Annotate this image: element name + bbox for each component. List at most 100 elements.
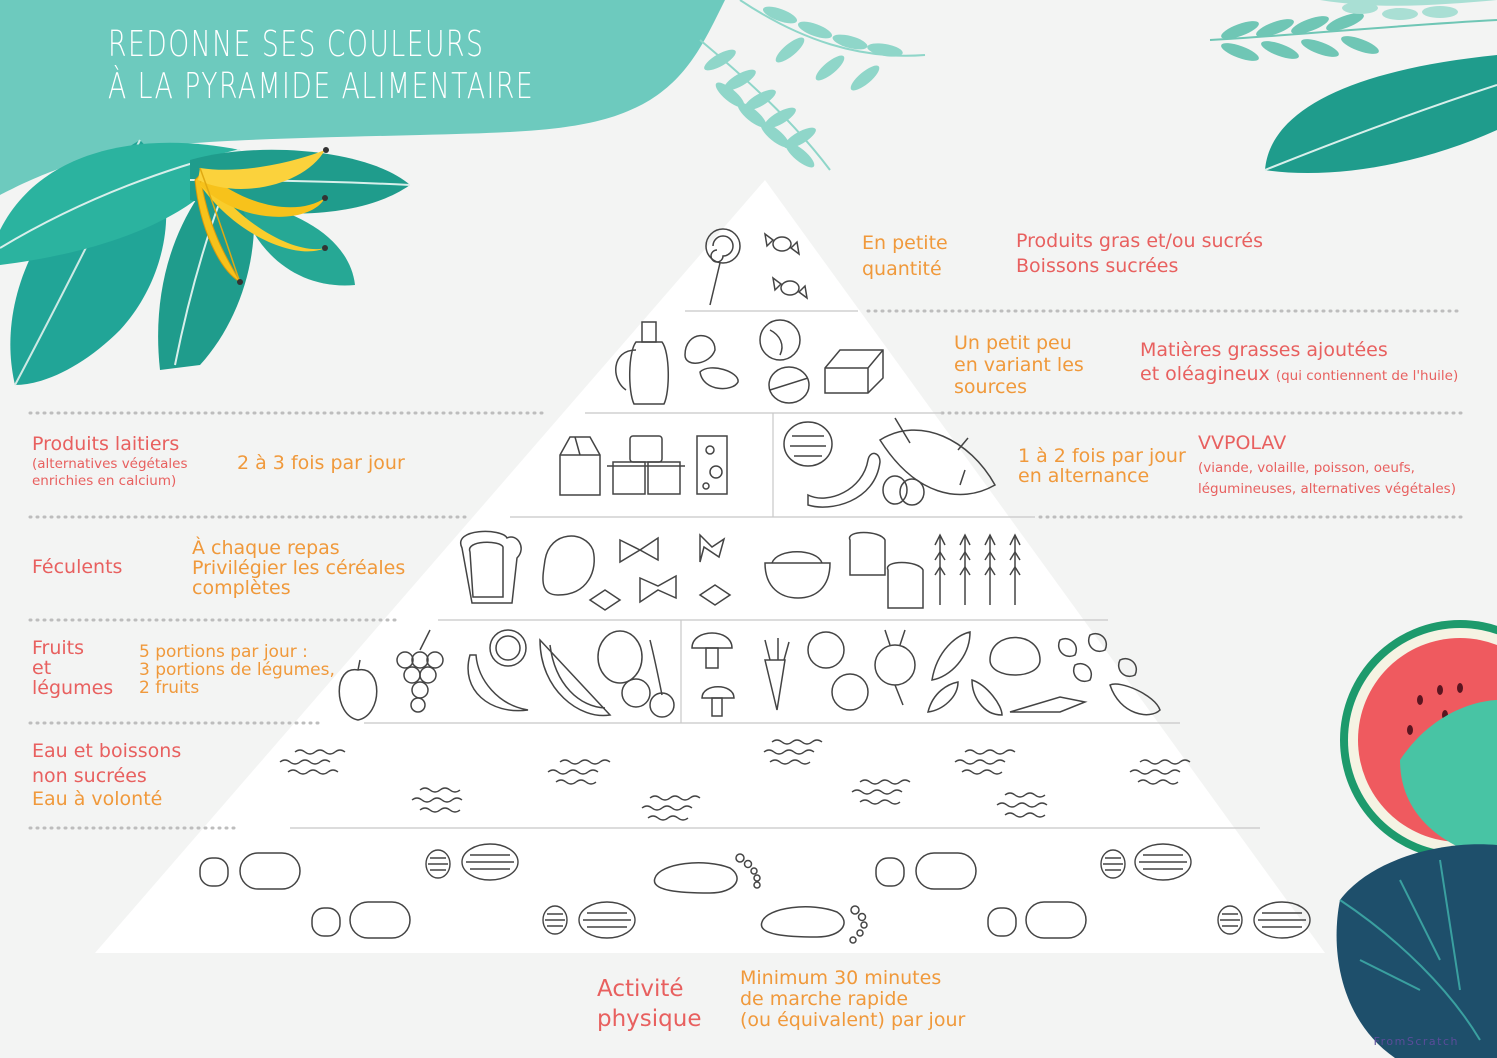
protein-frequency-line: en alternance [1018, 465, 1150, 487]
water-category: Eau et boissons non sucrées [32, 739, 181, 789]
fats-frequency-line: en variant les [954, 354, 1084, 376]
steak-icon [783, 421, 833, 467]
dairy-note: (alternatives végétales enrichies en cal… [32, 456, 188, 490]
sweets-frequency-line: En petite [862, 232, 948, 254]
pyramid-shape [95, 180, 1325, 953]
toast-icon [849, 531, 924, 609]
protein-note-line: légumineuses, alternatives végétales) [1198, 481, 1456, 497]
starches-category: Féculents [32, 556, 123, 578]
banana-icon [467, 654, 529, 712]
monstera-decor [1336, 700, 1497, 1058]
starches-frequency-line: À chaque repas [192, 537, 340, 559]
activity-category-line: Activité [597, 976, 684, 1002]
protein-frequency-line: 1 à 2 fois par jour [1018, 445, 1186, 467]
sweets-category-line: Boissons sucrées [1016, 255, 1179, 277]
water-category-line: non sucrées [32, 765, 147, 787]
water-category-line: Eau et boissons [32, 740, 182, 762]
fish-icon [878, 417, 997, 496]
brand-logo: FromScratch [1373, 1035, 1459, 1048]
potato-icon [542, 535, 595, 596]
fruits-veg-category-line: légumes [32, 677, 114, 699]
fats-frequency-line: Un petit peu [954, 332, 1072, 354]
dairy-frequency: 2 à 3 fois par jour [237, 452, 405, 474]
plum-icon [597, 630, 643, 684]
sausage-icon [807, 452, 881, 508]
fruits-veg-category: Fruits et légumes [32, 638, 113, 698]
shoe-print-icon [199, 852, 1087, 939]
apple-icon [338, 659, 378, 721]
page-title: Redonne ses couleurs à la pyramide alime… [108, 24, 534, 108]
fats-frequency: Un petit peu en variant les sources [954, 332, 1084, 398]
eggs-icon [882, 475, 925, 506]
starches-frequency: À chaque repas Privilégier les céréales … [192, 538, 405, 598]
candy-icon [763, 232, 809, 300]
activity-frequency-line: (ou équivalent) par jour [740, 1009, 966, 1031]
title-blob [0, 0, 725, 195]
sweets-frequency-line: quantité [862, 258, 942, 280]
pistachio-icon [684, 334, 739, 390]
footprint-icon [653, 853, 868, 944]
fruits-veg-frequency-line: 3 portions de légumes, [139, 660, 335, 680]
sweets-category-line: Produits gras et/ou sucrés [1016, 230, 1263, 252]
dairy-note-line: (alternatives végétales [32, 456, 188, 472]
title-line-1: Redonne ses couleurs [108, 24, 485, 65]
protein-note-line: (viande, volaille, poisson, oeufs, [1198, 460, 1415, 476]
activity-category: Activité physique [597, 974, 702, 1034]
beet-icon [874, 629, 916, 706]
title-line-2: à la pyramide alimentaire [108, 66, 535, 107]
milk-carton-icon [559, 436, 601, 496]
fats-category-note: (qui contiennent de l'huile) [1275, 368, 1459, 384]
activity-category-line: physique [597, 1006, 702, 1032]
pyramid-tier-lines [290, 310, 1260, 829]
bread-icon [459, 530, 522, 604]
fats-frequency-line: sources [954, 376, 1027, 398]
activity-frequency-line: Minimum 30 minutes [740, 967, 942, 989]
dotted-separators [28, 309, 1464, 830]
oil-bottle-icon [615, 321, 670, 405]
walnut-icon [759, 319, 810, 404]
sweets-category: Produits gras et/ou sucrés Boissons sucr… [1016, 229, 1263, 279]
cheese-icon [696, 435, 728, 495]
water-frequency: Eau à volonté [32, 788, 163, 810]
activity-frequency: Minimum 30 minutes de marche rapide (ou … [740, 968, 965, 1031]
lettuce-icon [989, 636, 1041, 676]
orange-icon [489, 629, 527, 667]
sneaker-print-icon [425, 843, 1311, 939]
dairy-note-line: enrichies en calcium) [32, 473, 177, 489]
fruits-veg-category-line: Fruits [32, 637, 85, 659]
lollipop-icon [705, 228, 741, 306]
protein-frequency: 1 à 2 fois par jour en alternance [1018, 446, 1186, 486]
pasta-icon [588, 533, 732, 611]
grapes-icon [396, 629, 444, 713]
fats-category: Matières grasses ajoutées et oléagineux … [1140, 338, 1458, 388]
top-right-leaves-decor [1209, 0, 1497, 174]
wheat-icon [934, 533, 1021, 605]
yogurt-icon [607, 435, 685, 495]
cherry-icon [621, 639, 675, 718]
activity-frequency-line: de marche rapide [740, 988, 909, 1010]
left-leaves-decor [0, 139, 411, 386]
rice-bowl-icon [764, 551, 831, 599]
protein-category: VVPOLAV [1198, 432, 1287, 454]
banana-decor [194, 147, 329, 285]
fern-decor [699, 0, 926, 171]
eggplant-icon [1009, 683, 1161, 716]
starches-frequency-line: Privilégier les céréales [192, 557, 406, 579]
carrot-icon [764, 638, 790, 711]
fruits-veg-frequency-line: 2 fruits [139, 678, 200, 698]
sweets-frequency: En petite quantité [862, 230, 948, 282]
water-wave-icon [279, 739, 1191, 821]
dairy-category: Produits laitiers [32, 433, 180, 455]
fats-category-line: et oléagineux [1140, 363, 1270, 385]
mushroom-icon [691, 632, 735, 717]
fruits-veg-category-line: et [32, 657, 52, 679]
beans-icon [1058, 633, 1137, 682]
leaf-icon [927, 631, 1003, 716]
fats-category-line: Matières grasses ajoutées [1140, 339, 1388, 361]
butter-icon [824, 349, 884, 394]
pepper-icon [807, 631, 869, 711]
protein-note: (viande, volaille, poisson, oeufs, légum… [1198, 458, 1456, 500]
fruits-veg-frequency-line: 5 portions par jour : [139, 642, 308, 662]
fruits-veg-frequency: 5 portions par jour : 3 portions de légu… [139, 643, 335, 697]
